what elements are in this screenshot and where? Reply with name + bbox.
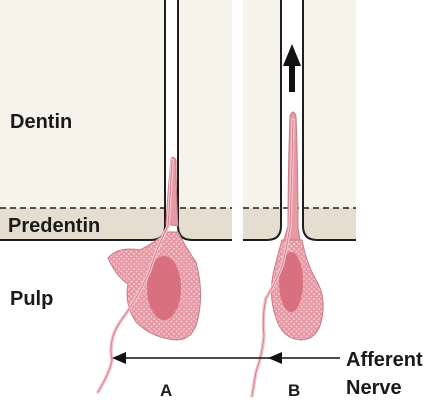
up-arrow-icon [283,44,301,92]
panel-a-tissue [0,0,232,241]
panel-a-label: A [160,381,172,400]
odontoblast-a [96,156,202,394]
dentin-left-block-a [0,0,165,240]
afferent-label: Afferent [346,349,423,371]
nerve-label: Nerve [346,377,402,399]
odontoblast-b [250,111,324,398]
tubule-outline-b [243,0,356,241]
labels: Dentin Predentin Pulp A B Afferent Nerve [8,111,423,400]
panel-b-label: B [288,381,300,400]
nerve-fiber-b-edge [251,119,294,397]
nucleus-a [147,256,181,320]
pulp-label: Pulp [10,288,53,310]
dentin-right-block-a [178,0,232,240]
dentin-label: Dentin [10,111,72,133]
dentin-left-block-b [243,0,281,240]
nucleus-b [279,252,303,312]
nerve-fiber-a-edge [97,159,173,393]
predentin-band-a [0,208,232,240]
predentin-label: Predentin [8,215,100,237]
left-arrow-icon [112,352,340,364]
panel-b-tissue [243,0,356,241]
predentin-band-b [243,208,356,240]
dentin-right-block-b [303,0,356,240]
